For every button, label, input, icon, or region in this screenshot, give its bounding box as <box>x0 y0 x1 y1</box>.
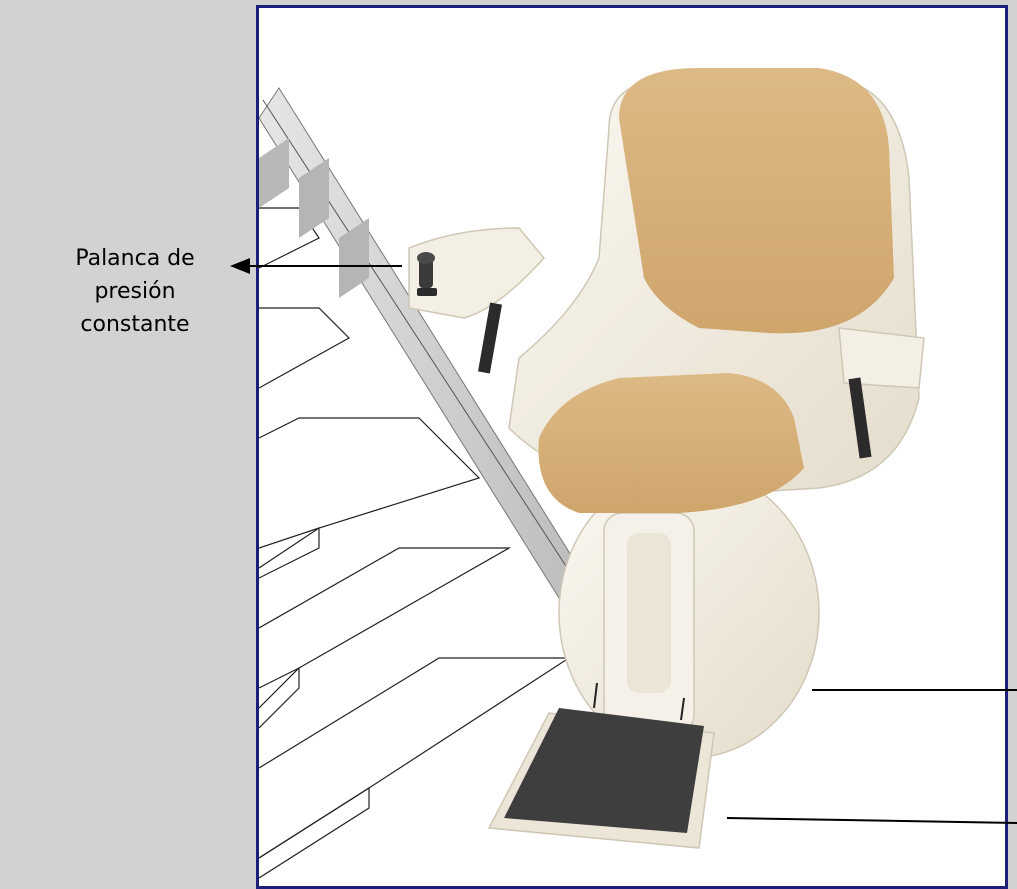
footrest-callout-line <box>727 818 1017 823</box>
